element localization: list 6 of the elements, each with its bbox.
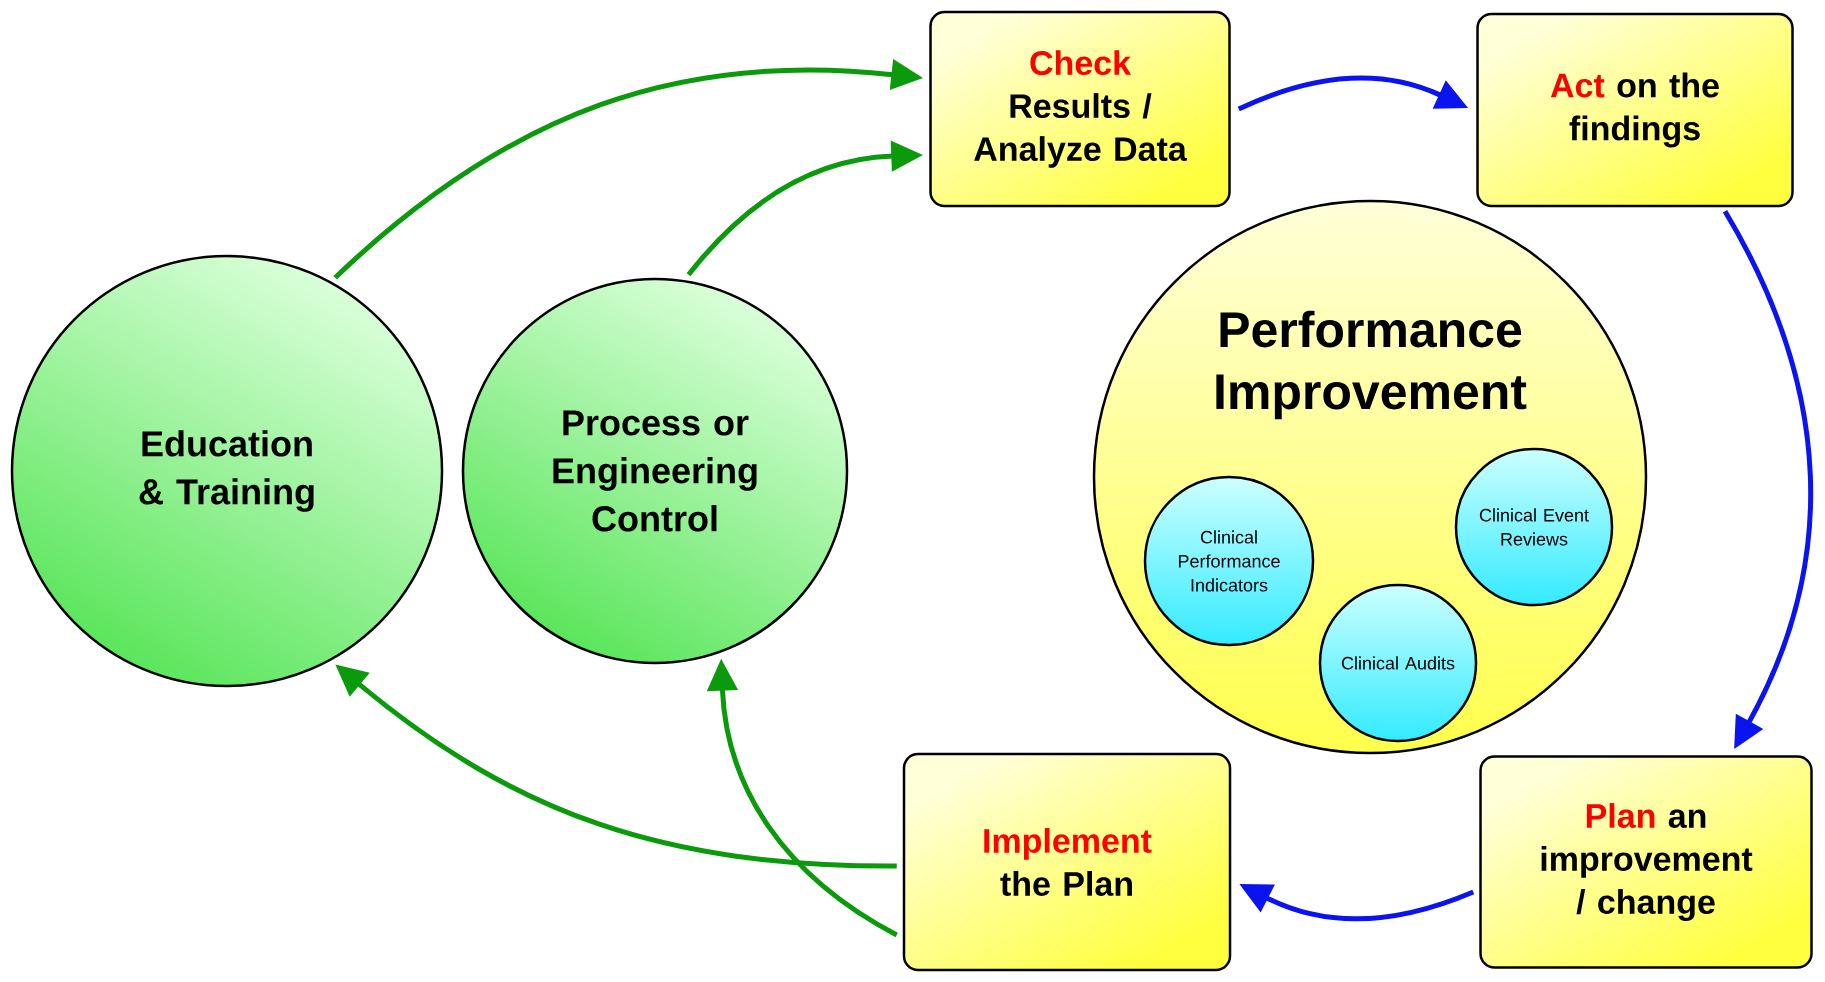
step-box: Plan an improvement / change (1479, 755, 1813, 969)
step-box: Implement the Plan (902, 752, 1232, 972)
step-box: Act on the findings (1476, 12, 1794, 208)
circle-node: Education & Training (10, 254, 444, 688)
step-box: Check Results / Analyze Data (929, 10, 1231, 208)
circle-node: Process or Engineering Control (461, 277, 849, 665)
